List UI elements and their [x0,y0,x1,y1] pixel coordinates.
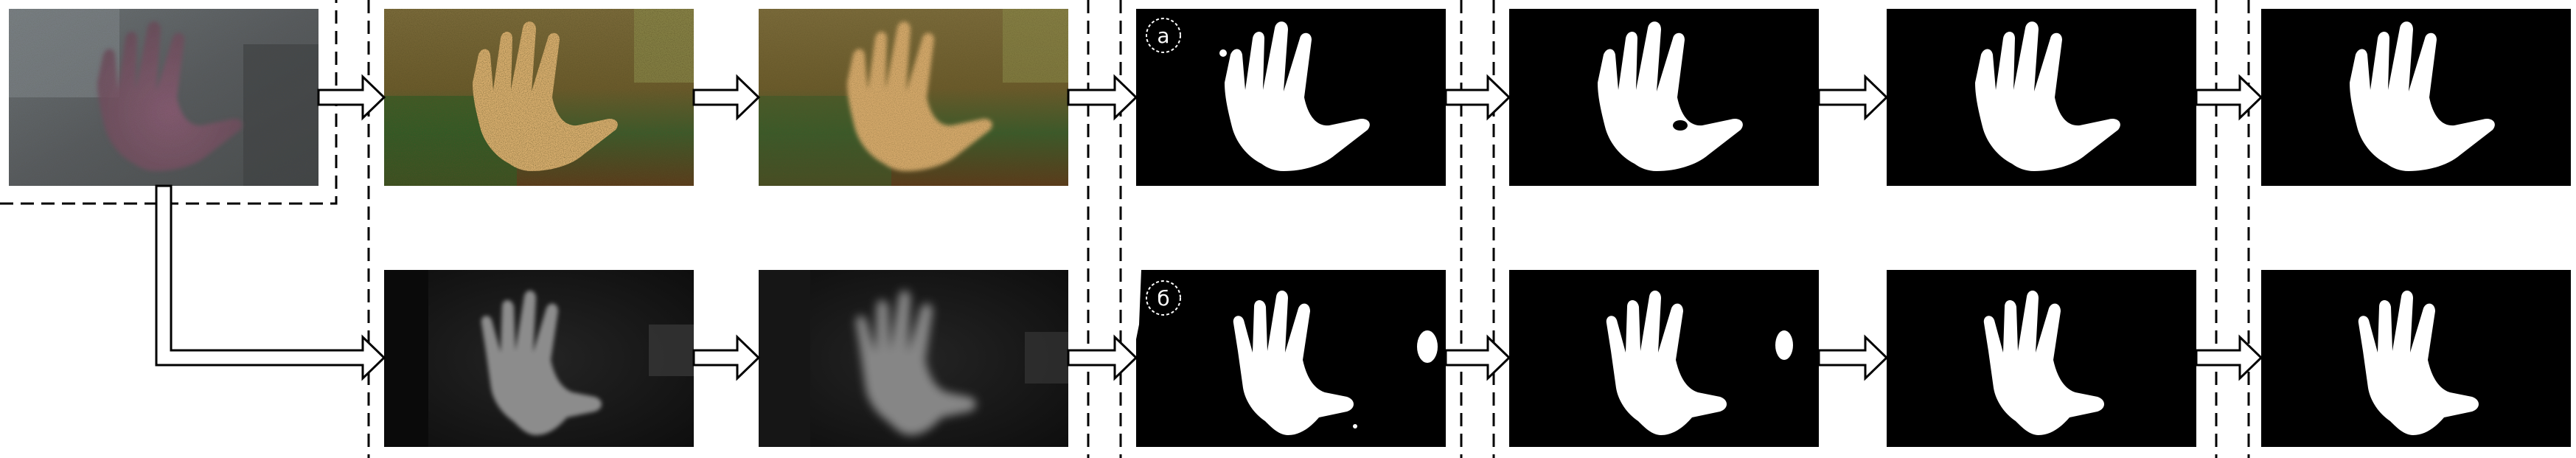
arrows [155,74,2263,381]
arrow-icon [1067,74,1138,121]
label-b: б [1157,286,1169,310]
arrow-icon [1067,334,1138,381]
input-rgb-image [9,9,318,186]
arrow-icon [2195,74,2263,121]
row-b-mask-closed [1887,270,2196,447]
arrow-icon [1444,334,1511,381]
row-b-mask-filled [1509,270,1819,447]
corner-arrow-icon [155,184,386,381]
arrow-icon [1817,74,1889,121]
row-a-mask-final [2261,9,2571,186]
row-a-mask-raw: a [1136,9,1446,186]
row-a-mask-filled [1509,9,1819,186]
arrow-icon [692,74,761,121]
row-b-depth-smoothed [759,270,1068,447]
label-badge-b: б [1146,280,1181,316]
dashed-frames [0,0,2250,458]
row-a-smoothed [759,9,1068,186]
row-b-depth-image [384,270,694,447]
label-a: a [1157,24,1169,48]
row-a-color-transform [384,9,694,186]
arrow-icon [1817,334,1889,381]
row-b-mask-final [2261,270,2571,447]
row-a-mask-closed [1887,9,2196,186]
arrow-icon [1444,74,1511,121]
arrow-icon [317,74,386,121]
arrow-icon [2195,334,2263,381]
label-badge-a: a [1146,18,1181,53]
row-b-mask-raw: б [1136,270,1446,447]
arrow-icon [692,334,761,381]
